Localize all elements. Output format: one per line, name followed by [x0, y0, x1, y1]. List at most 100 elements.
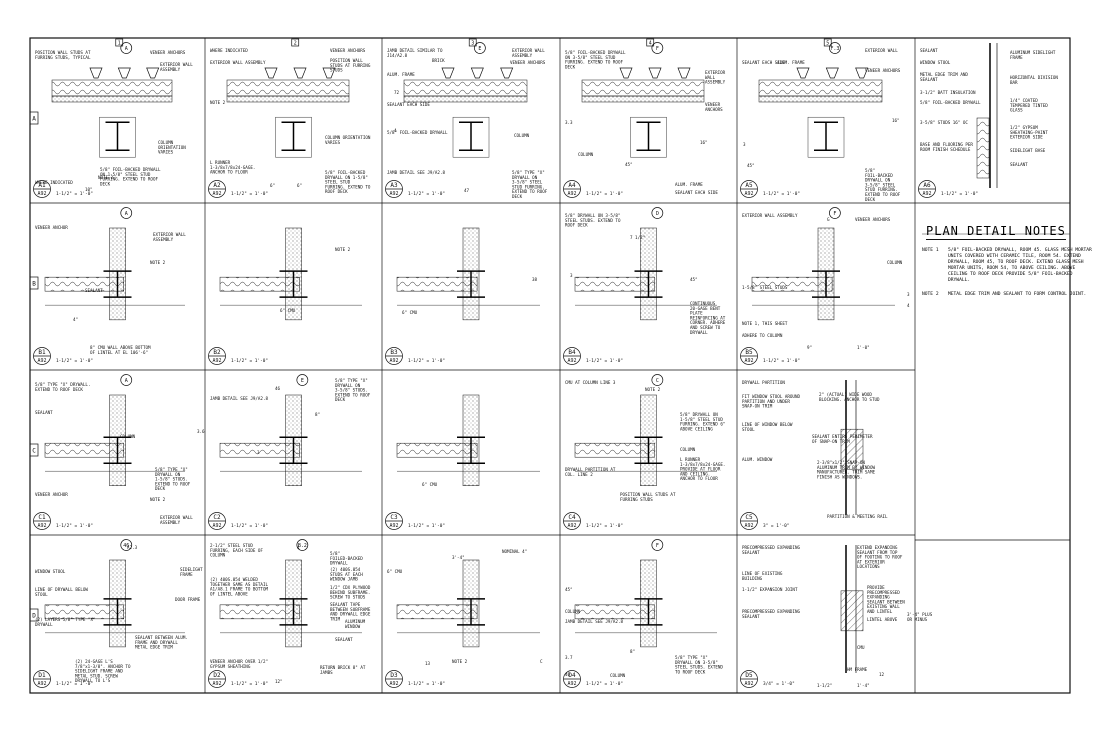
- column-marker-label: 46: [123, 543, 129, 549]
- steel-column: [814, 121, 838, 151]
- steel-column: [279, 436, 308, 464]
- detail-sheet-ref: A92: [389, 681, 398, 687]
- detail-label: 3.6: [197, 429, 205, 434]
- detail-id: A1: [38, 182, 46, 189]
- detail-label: 8": [315, 412, 320, 417]
- detail-label: HM FRAME: [847, 667, 868, 672]
- detail-label: 3: [570, 273, 573, 278]
- detail-b4-drawing: [574, 227, 717, 321]
- detail-label: CMU AT COLUMN LINE 3: [565, 380, 616, 385]
- detail-label: 3.7: [565, 655, 573, 660]
- detail-a3-drawing: [403, 67, 528, 158]
- steel-column: [103, 270, 132, 298]
- column-marker-label: A: [125, 46, 128, 52]
- detail-label: COLUMN: [680, 447, 696, 452]
- detail-sheet-ref: A92: [744, 523, 753, 529]
- plan-note-1: NOTE 1 5/8" FOIL-BACKED DRYWALL, ROOM 45…: [922, 248, 1092, 284]
- detail-c2-drawing: [219, 394, 362, 486]
- row-mark-box: [29, 443, 39, 457]
- detail-id: B2: [213, 349, 221, 356]
- veneer-anchor-mark: [146, 67, 160, 79]
- plan-note-2-text: METAL EDGE TRIM AND SEALANT TO FORM CONT…: [948, 292, 1087, 297]
- detail-label: NOTE 1, THIS SHEET: [742, 321, 788, 326]
- veneer-anchor-mark: [89, 67, 103, 79]
- detail-c5-drawing: [840, 380, 864, 515]
- detail-label: SEALANT EACH SIDE: [387, 102, 430, 107]
- detail-scale: 1-1/2" = 1'-0": [408, 681, 445, 687]
- detail-scale: 3/4" = 1'-0": [763, 681, 795, 687]
- detail-label: SEALANT: [920, 48, 938, 53]
- stud-furring: [807, 116, 845, 158]
- veneer-anchor-mark: [322, 67, 336, 79]
- detail-label: 8": [630, 649, 635, 654]
- column-marker-label: D: [656, 211, 659, 217]
- detail-label: 1-1/2" EXPANSION JOINT: [742, 587, 798, 592]
- detail-label: VENEER ANCHOR OVER 1/2"GYPSUM SHEATHING: [210, 659, 268, 669]
- detail-label: 6" CMU: [387, 569, 403, 574]
- detail-label: 7 1/2": [630, 235, 645, 240]
- column-marker-label: E: [478, 46, 481, 52]
- detail-scale: 1-1/2" = 1'-0": [408, 358, 445, 364]
- detail-label: SEALANT: [85, 288, 103, 293]
- steel-column: [634, 598, 663, 626]
- detail-label: (2) LAYERS 5/8" TYPE "X"DRYWALL: [35, 617, 96, 627]
- detail-label: 3: [743, 142, 746, 147]
- detail-sheet-ref: A92: [37, 523, 46, 529]
- insulation-band: [51, 79, 173, 97]
- detail-label: 6": [297, 183, 302, 188]
- column-marker: [120, 42, 133, 54]
- veneer-anchor-mark: [470, 67, 484, 79]
- detail-label: NOTE 2: [645, 387, 661, 392]
- steel-column: [457, 598, 485, 626]
- detail-id: C4: [568, 514, 576, 521]
- detail-d2-drawing: [219, 559, 362, 648]
- insulation-band: [758, 79, 883, 97]
- grid-number: 3: [471, 41, 474, 47]
- veneer-anchor-mark: [293, 67, 307, 79]
- detail-label: 6" CMU: [402, 310, 418, 315]
- veneer-anchor-mark: [619, 67, 633, 79]
- column-marker: [296, 539, 309, 551]
- detail-b1-drawing: [44, 227, 185, 321]
- plan-note-2-number: NOTE 2: [922, 292, 939, 297]
- column-marker: [651, 539, 664, 551]
- detail-sheet-ref: A92: [567, 523, 576, 529]
- detail-id: C1: [38, 514, 46, 521]
- column-marker: [120, 539, 133, 551]
- column-marker-label: E: [301, 378, 304, 384]
- steel-column: [457, 270, 485, 298]
- detail-sheet-ref: A92: [389, 191, 398, 197]
- detail-d1-drawing: [44, 559, 185, 648]
- detail-scale: 1-1/2" = 1'-0": [586, 358, 623, 364]
- detail-c1: 5/8" TYPE "X" DRYWALL.EXTEND TO ROOF DEC…: [33, 374, 205, 530]
- plan-note-1-number: NOTE 1: [922, 248, 939, 253]
- sheathing-band: [758, 95, 883, 103]
- detail-sheet-ref: A92: [744, 358, 753, 364]
- detail-label: VENEER ANCHORS: [865, 68, 901, 73]
- detail-scale: 1-1/2" = 1'-0": [231, 358, 268, 364]
